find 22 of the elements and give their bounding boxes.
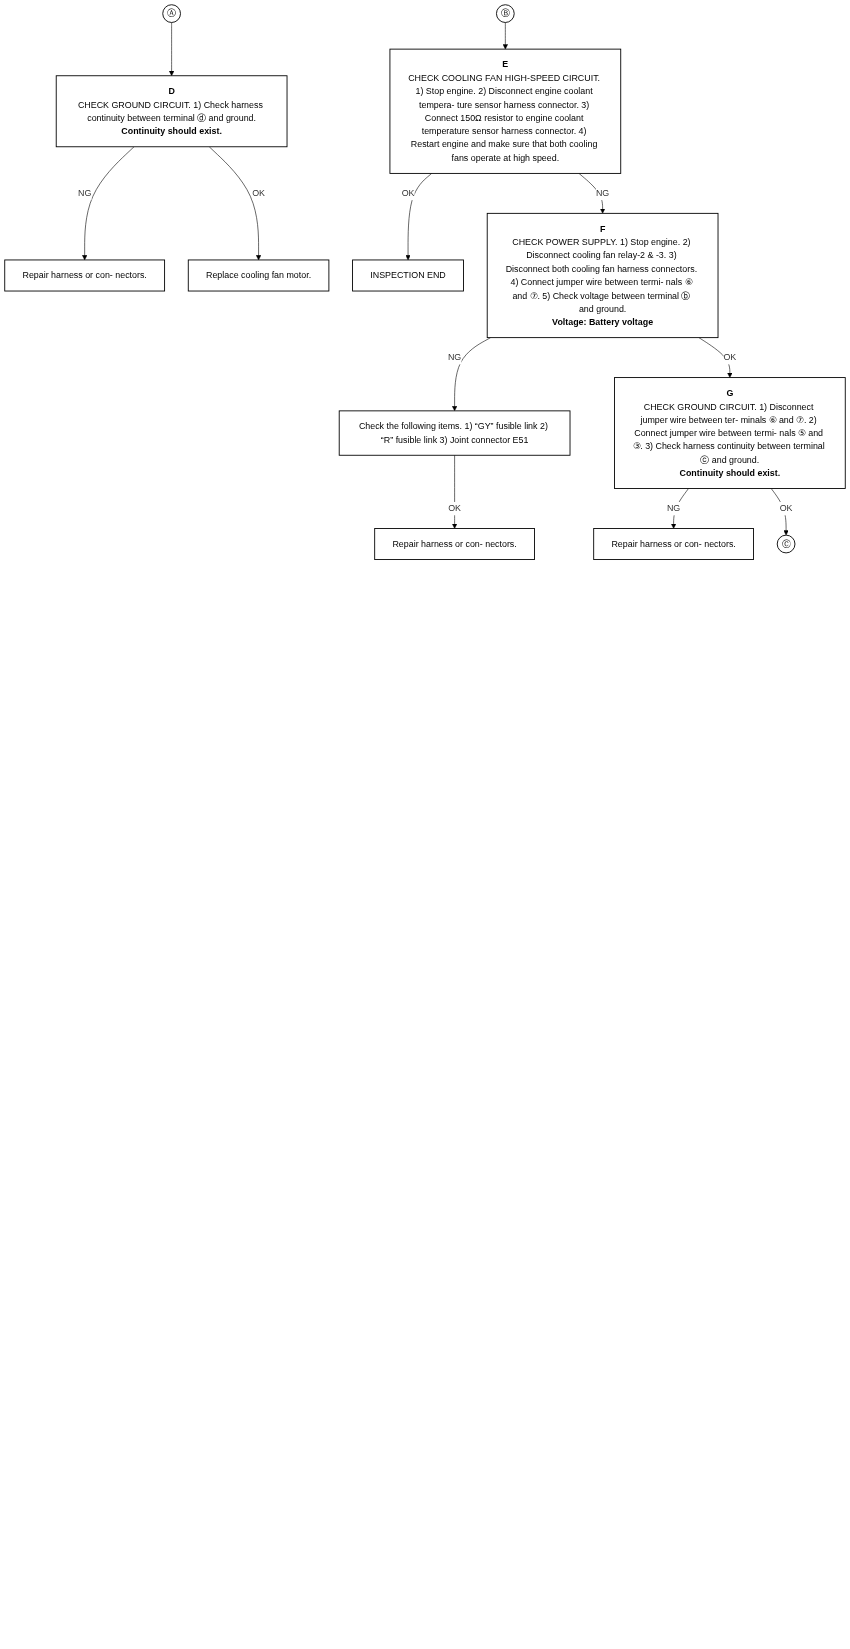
edge-label: NG bbox=[595, 187, 610, 198]
edge-label: OK bbox=[723, 352, 737, 363]
node-box: F CHECK POWER SUPPLY. 1) Stop engine. 2) Disconnect cooling fan relay-2 & -3. 3) Disconnect both cooling fan harness connectors. 4) Connect jumper wire between termi- nals ⑥ and ⑦. 5) Check voltage between terminal ⓑ and ground. Voltage: Battery voltage bbox=[486, 212, 719, 339]
node-box: D CHECK GROUND CIRCUIT. 1) Check harness continuity between terminal ⓓ and ground. Continuity should exist. bbox=[55, 75, 288, 148]
node-circle: Ⓒ bbox=[776, 534, 796, 554]
node-box: Check the following items. 1) “GY” fusible link 2) “R” fusible link 3) Joint connector E51 bbox=[338, 410, 571, 456]
node-box: G CHECK GROUND CIRCUIT. 1) Disconnect jumper wire between ter- minals ⑥ and ⑦. 2) Connect jumper wire between termi- nals ⑤ and ③. 3) Check harness continuity between terminal ⓒ and ground. Continuity should exist. bbox=[614, 377, 846, 489]
edge-label: NG bbox=[78, 187, 92, 198]
edge-label: OK bbox=[779, 503, 793, 514]
node-box: E CHECK COOLING FAN HIGH-SPEED CIRCUIT. 1) Stop engine. 2) Disconnect engine coolant tempera- ture sensor harness connector. 3) Connect 150Ω resistor to engine coolant temperature sensor harness connector. 4) Restart engine and make sure that both cooling fans operate at high speed. bbox=[389, 48, 622, 174]
node-box: Replace cooling fan motor. bbox=[187, 259, 330, 292]
node-circle: Ⓐ bbox=[162, 4, 181, 23]
edge-label: NG bbox=[666, 503, 681, 514]
node-box: Repair harness or con- nectors. bbox=[593, 528, 754, 560]
edge-label: NG bbox=[447, 352, 462, 363]
edge-label: OK bbox=[448, 503, 462, 514]
node-circle: Ⓑ bbox=[496, 4, 515, 23]
node-box: Repair harness or con- nectors. bbox=[4, 259, 166, 292]
node-box: INSPECTION END bbox=[352, 259, 464, 292]
edge-label: OK bbox=[401, 187, 415, 198]
node-box: Repair harness or con- nectors. bbox=[374, 528, 535, 560]
edge-label: OK bbox=[252, 187, 265, 198]
